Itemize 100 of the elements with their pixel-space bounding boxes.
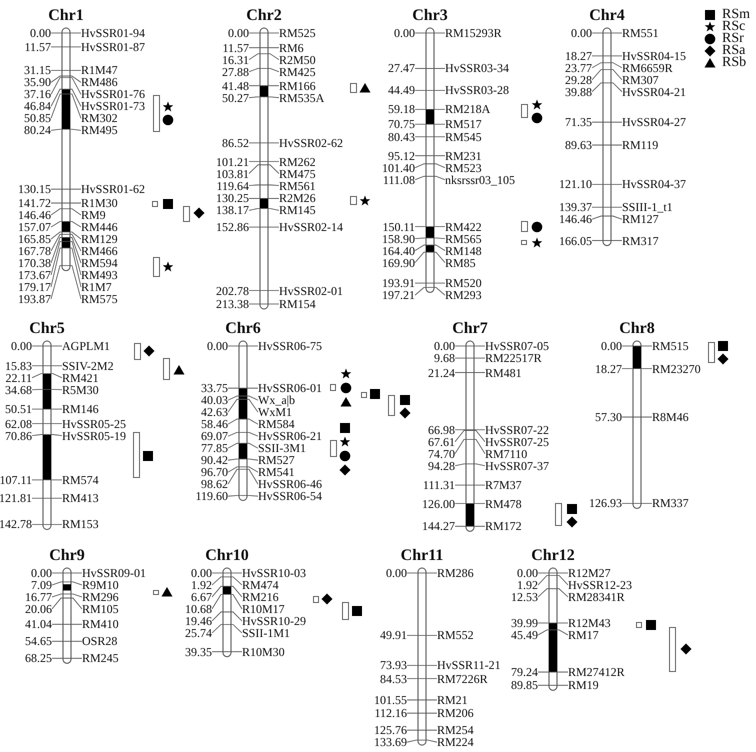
position-label: 41.48 xyxy=(222,80,249,92)
marker-name: RM520 xyxy=(445,277,482,290)
marker-name: RM515 xyxy=(652,340,689,352)
position-label: 179.17 xyxy=(18,281,51,294)
position-label: 20.06 xyxy=(25,603,52,615)
marker-name: HvSSR02-14 xyxy=(279,221,344,234)
marker-name: RM7226R xyxy=(437,672,488,685)
marker-name: R12M27 xyxy=(568,567,611,579)
position-label: 66.98 xyxy=(428,424,455,436)
marker-name: RM296 xyxy=(82,591,119,603)
position-label: 67.61 xyxy=(428,436,455,448)
position-label: 18.27 xyxy=(565,50,592,62)
position-label: 0.00 xyxy=(386,567,407,579)
position-label: 11.57 xyxy=(222,42,249,54)
marker-name: RM594 xyxy=(81,257,118,270)
marker-name: RM129 xyxy=(81,233,118,246)
marker-name: RM525 xyxy=(279,27,316,39)
marker-name: RM153 xyxy=(62,518,99,530)
marker-name: HvSSR12-23 xyxy=(568,579,632,591)
position-label: 0.00 xyxy=(601,340,622,352)
position-label: 84.53 xyxy=(380,672,407,685)
position-label: 34.68 xyxy=(5,384,32,396)
position-label: 95.12 xyxy=(388,150,415,162)
position-label: 33.75 xyxy=(201,382,228,394)
marker-name: RM545 xyxy=(445,130,482,143)
marker-name: SSIII-1_t1 xyxy=(622,201,673,214)
marker-name: HvSSR07-25 xyxy=(485,436,550,448)
position-label: 12.53 xyxy=(511,591,538,603)
marker-name: RM254 xyxy=(437,724,474,736)
marker-name: RM206 xyxy=(437,707,474,720)
position-label: 144.27 xyxy=(422,520,455,532)
marker-name: RM28341R xyxy=(568,591,625,603)
position-label: 6.67 xyxy=(191,591,212,603)
position-label: 59.18 xyxy=(388,103,415,116)
position-label: 1.92 xyxy=(191,579,212,591)
position-label: 0.00 xyxy=(434,340,455,352)
position-label: 0.00 xyxy=(31,567,52,579)
marker-name: HvSSR10-03 xyxy=(242,567,306,579)
position-label: 50.85 xyxy=(24,112,51,124)
marker-name: RM475 xyxy=(279,168,316,180)
marker-name: RM425 xyxy=(279,66,316,78)
position-label: 19.46 xyxy=(185,615,212,627)
marker-name: HvSSR05-19 xyxy=(62,430,126,442)
marker-name: RM307 xyxy=(622,74,659,86)
marker-name: RM584 xyxy=(258,418,295,430)
marker-name: R10M30 xyxy=(242,646,285,658)
position-label: 1.92 xyxy=(517,579,538,591)
position-label: 158.90 xyxy=(382,232,415,245)
chromosome-title: Chr7 xyxy=(452,320,488,338)
position-label: 71.35 xyxy=(565,116,592,128)
position-label: 49.91 xyxy=(380,629,407,642)
position-label: 89.63 xyxy=(565,139,592,152)
marker-name: SSII-1M1 xyxy=(242,627,290,639)
position-label: 79.24 xyxy=(511,666,538,678)
position-label: 31.15 xyxy=(24,64,51,76)
marker-name: R12M43 xyxy=(568,616,611,629)
marker-name: RM474 xyxy=(242,579,279,591)
position-label: 0.00 xyxy=(191,567,212,579)
marker-name: RM19 xyxy=(568,679,599,692)
marker-name: RM486 xyxy=(81,76,118,88)
marker-name: RM17 xyxy=(568,628,599,641)
marker-name: HvSSR06-46 xyxy=(258,478,322,490)
legend-text: RSm xyxy=(722,8,750,22)
marker-name: OSR28 xyxy=(82,635,118,648)
marker-name: HvSSR01-62 xyxy=(81,183,146,196)
position-label: 69.07 xyxy=(201,430,228,442)
position-label: 125.76 xyxy=(374,724,407,736)
marker-name: HvSSR06-21 xyxy=(258,430,322,442)
marker-name: RM478 xyxy=(485,498,522,510)
marker-name: SSIV-2M2 xyxy=(62,360,114,372)
marker-name: RM302 xyxy=(81,112,118,124)
position-label: 23.77 xyxy=(565,62,592,74)
position-label: 0.00 xyxy=(228,27,249,39)
position-label: 133.69 xyxy=(374,736,407,748)
position-label: 41.04 xyxy=(25,618,52,630)
position-label: 70.75 xyxy=(388,118,415,130)
marker-name: RM148 xyxy=(445,244,482,257)
marker-name: HvSSR04-21 xyxy=(622,86,686,98)
marker-name: nksrssr03_105 xyxy=(445,174,516,186)
position-label: 15.83 xyxy=(5,360,32,372)
marker-name: RM6659R xyxy=(622,62,673,74)
marker-name: RM565 xyxy=(445,232,482,245)
chromosome-title: Chr1 xyxy=(48,7,84,25)
position-label: 167.78 xyxy=(18,245,51,258)
position-label: 57.30 xyxy=(595,411,622,424)
marker-name: RM317 xyxy=(622,234,659,247)
marker-name: RM410 xyxy=(82,618,119,630)
position-label: 37.16 xyxy=(24,88,51,100)
marker-name: HvSSR04-15 xyxy=(622,50,686,62)
marker-name: AGPLM1 xyxy=(62,340,110,352)
marker-name: RM127 xyxy=(622,213,659,226)
marker-name: RM551 xyxy=(622,27,659,39)
marker-name: R9M10 xyxy=(82,579,119,591)
marker-name: R2M26 xyxy=(279,192,316,204)
marker-name: RM23270 xyxy=(652,362,701,375)
marker-name: RM172 xyxy=(485,520,522,532)
position-label: 107.11 xyxy=(0,474,32,486)
position-label: 96.70 xyxy=(201,466,228,478)
position-label: 42.63 xyxy=(201,406,228,418)
position-label: 25.74 xyxy=(185,627,212,639)
